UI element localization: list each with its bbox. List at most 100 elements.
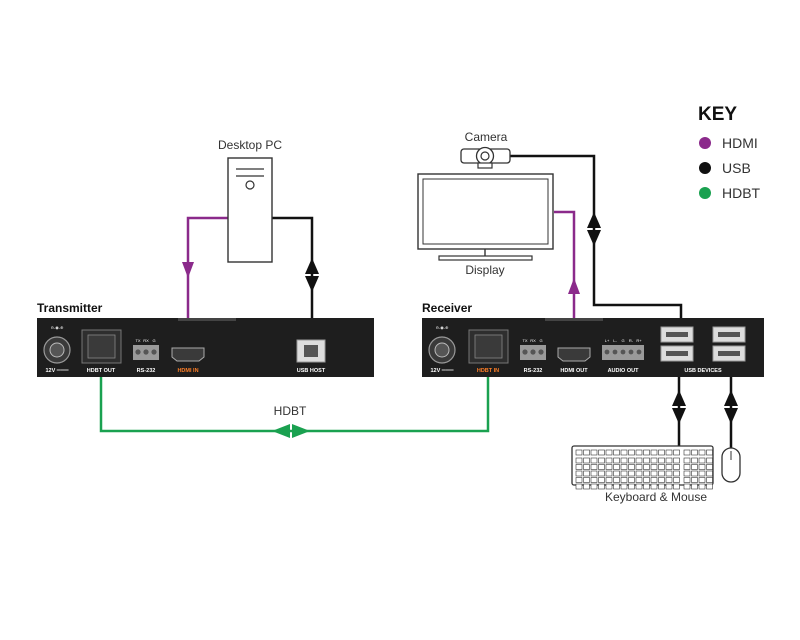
transmitter-rs232-label: RS-232 xyxy=(137,368,156,374)
transmitter-hdmi-port: HDMI IN xyxy=(171,347,205,374)
keyboard-key xyxy=(691,457,698,464)
keyboard-key xyxy=(665,464,673,470)
keyboard-key xyxy=(598,483,605,490)
hdbt-link-label: HDBT xyxy=(274,404,307,418)
keyboard-key xyxy=(650,470,658,477)
receiver-hdmi-port: HDMI OUT xyxy=(557,347,591,374)
usb-cable-camera-to-receiver xyxy=(506,154,683,335)
keyboard-key xyxy=(643,464,650,470)
keyboard-key xyxy=(575,464,583,470)
keyboard-key xyxy=(590,477,598,483)
legend: KEY HDMI USB HDBT xyxy=(698,104,761,201)
keyboard-key xyxy=(620,464,628,470)
keyboard-key xyxy=(698,449,706,456)
keyboard-key xyxy=(706,483,713,490)
keyboard-key xyxy=(691,449,698,456)
keyboard-key xyxy=(658,457,665,464)
mouse-icon xyxy=(721,447,741,483)
keyboard-key xyxy=(613,449,620,456)
keyboard-key xyxy=(643,457,650,464)
keyboard-key xyxy=(658,477,665,483)
keyboard-key xyxy=(583,470,590,477)
keyboard-key xyxy=(575,483,583,490)
keyboard-key xyxy=(691,483,698,490)
keyboard-key xyxy=(650,483,658,490)
usb-double-arrow-icon xyxy=(305,258,319,292)
keyboard-key xyxy=(706,477,713,483)
svg-text:TX: TX xyxy=(135,338,140,343)
keyboard-key xyxy=(590,457,598,464)
keyboard-key xyxy=(665,457,673,464)
keyboard-key xyxy=(583,477,590,483)
transmitter-usb-label: USB HOST xyxy=(297,368,326,374)
keyboard-key xyxy=(635,449,643,456)
keyboard-key xyxy=(673,470,680,477)
receiver-usb-label: USB DEVICES xyxy=(684,368,722,374)
keyboard-key xyxy=(650,457,658,464)
keyboard-key xyxy=(613,483,620,490)
keyboard-key xyxy=(575,470,583,477)
receiver-power-port: ⊖-◉-⊕ 12V ═══ xyxy=(428,325,456,374)
legend-label-hdmi: HDMI xyxy=(722,135,758,151)
hdmi-cable-pc-to-transmitter xyxy=(186,216,228,338)
keyboard-key xyxy=(620,483,628,490)
keyboard-key xyxy=(605,470,613,477)
keyboard-key xyxy=(605,457,613,464)
keyboard-key xyxy=(583,464,590,470)
keyboard-key xyxy=(706,464,713,470)
legend-swatch-hdbt xyxy=(699,187,711,199)
legend-label-hdbt: HDBT xyxy=(722,185,761,201)
keyboard-key xyxy=(683,449,691,456)
keyboard-key xyxy=(598,449,605,456)
keyboard-key xyxy=(613,470,620,477)
keyboard-key xyxy=(665,470,673,477)
keyboard-key xyxy=(698,483,706,490)
keyboard-key xyxy=(673,464,680,470)
keyboard-key xyxy=(575,477,583,483)
transmitter-usb-port: USB HOST xyxy=(296,339,326,374)
keyboard-key xyxy=(658,449,665,456)
keyboard-key xyxy=(628,457,635,464)
keyboard-mouse-label: Keyboard & Mouse xyxy=(605,490,707,504)
keyboard-key xyxy=(643,470,650,477)
transmitter: Transmitter ⊖-◉-⊕ 12V ═══ HDBT OUT TX RX… xyxy=(37,301,374,377)
transmitter-power-label: 12V ═══ xyxy=(45,368,68,374)
keyboard-key xyxy=(635,477,643,483)
desktop-pc-tower-icon xyxy=(227,157,273,263)
keyboard-key xyxy=(590,464,598,470)
keyboard-key xyxy=(673,483,680,490)
keyboard-key xyxy=(643,477,650,483)
keyboard-key xyxy=(590,470,598,477)
keyboard-key xyxy=(635,457,643,464)
svg-text:G: G xyxy=(539,338,542,343)
transmitter-power-port: ⊖-◉-⊕ 12V ═══ xyxy=(43,325,71,374)
keyboard-key xyxy=(643,483,650,490)
receiver-hdbt-port: HDBT IN xyxy=(468,329,509,374)
transmitter-hdbt-label: HDBT OUT xyxy=(87,368,116,374)
keyboard-key xyxy=(635,470,643,477)
keyboard-key xyxy=(605,483,613,490)
receiver-hdmi-label: HDMI OUT xyxy=(560,368,588,374)
keyboard-key xyxy=(658,470,665,477)
receiver-audio-port: L+ L- G R- R+ AUDIO OUT xyxy=(602,338,644,374)
transmitter-hdbt-port: HDBT OUT xyxy=(81,329,122,374)
keyboard-key xyxy=(650,464,658,470)
transmitter-title: Transmitter xyxy=(37,301,103,315)
keyboard-key xyxy=(575,449,583,456)
keyboard-key xyxy=(683,470,691,477)
legend-label-usb: USB xyxy=(722,160,751,176)
keyboard-key xyxy=(698,477,706,483)
keyboard-key xyxy=(598,470,605,477)
keyboard-key xyxy=(613,464,620,470)
keyboard-key xyxy=(683,457,691,464)
keyboard-key xyxy=(706,457,713,464)
keyboard-key xyxy=(650,449,658,456)
desktop-pc: Desktop PC xyxy=(218,138,282,263)
keyboard-key xyxy=(691,464,698,470)
display-label: Display xyxy=(465,263,504,277)
receiver-rs232-label: RS-232 xyxy=(524,368,543,374)
usb-mouse-double-arrow-icon xyxy=(724,390,738,424)
hdmi-arrow-up-icon xyxy=(568,278,580,294)
keyboard-key xyxy=(590,483,598,490)
